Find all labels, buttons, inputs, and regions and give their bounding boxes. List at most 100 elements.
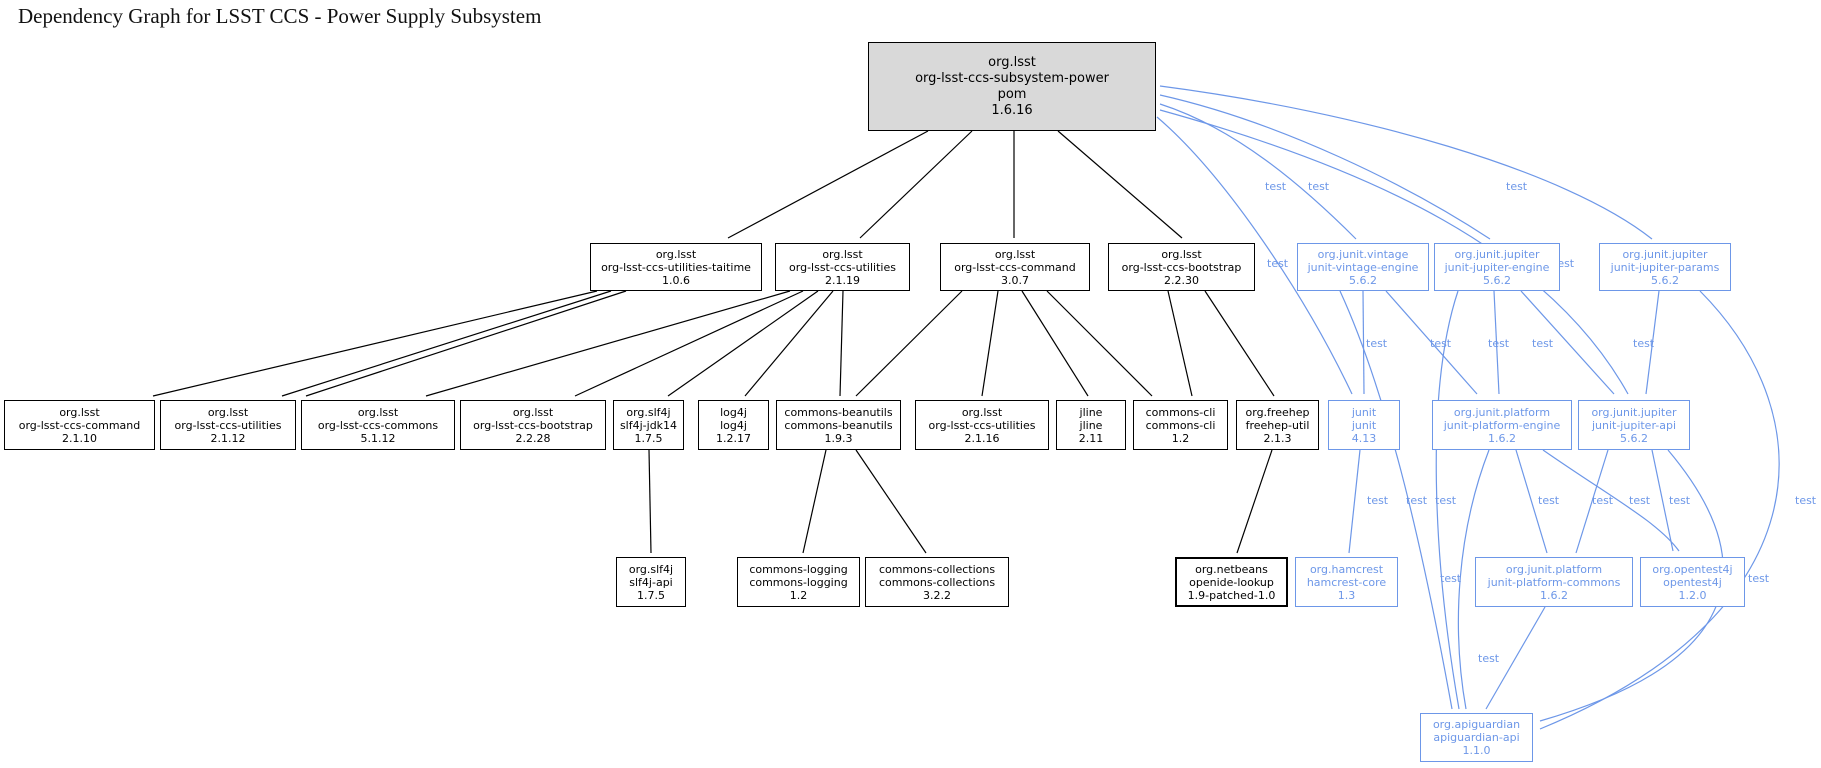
- node-group: org.lsst: [512, 405, 554, 419]
- node-hamcrest-core[interactable]: org.hamcrest hamcrest-core 1.3: [1295, 557, 1398, 607]
- node-org-lsst-ccs-commons[interactable]: org.lsst org-lsst-ccs-commons 5.1.12: [301, 400, 455, 450]
- edge-test-label: test: [1633, 337, 1655, 350]
- edge-test-label: test: [1440, 572, 1462, 585]
- node-openide-lookup[interactable]: org.netbeans openide-lookup 1.9-patched-…: [1175, 557, 1288, 607]
- edge-beanutils-commonscollections: [855, 449, 927, 554]
- node-org-lsst-ccs-command-3-0-7[interactable]: org.lsst org-lsst-ccs-command 3.0.7: [940, 243, 1090, 291]
- edge-util219-boot2228: [574, 290, 804, 397]
- node-jline[interactable]: jline jline 2.11: [1056, 400, 1126, 450]
- node-org-lsst-ccs-utilities-2-1-19[interactable]: org.lsst org-lsst-ccs-utilities 2.1.19: [775, 243, 910, 291]
- node-group: org.apiguardian: [1432, 718, 1521, 731]
- edge-jupparams-apiguardian: [1539, 290, 1780, 730]
- edge-test-label: test: [1748, 572, 1770, 585]
- node-group: junit: [1351, 405, 1377, 419]
- node-commons-collections[interactable]: commons-collections commons-collections …: [865, 557, 1009, 607]
- node-artifact: commons-collections: [878, 575, 996, 589]
- node-artifact: org-lsst-ccs-command: [954, 260, 1076, 274]
- node-org-lsst-ccs-bootstrap-2-2-28[interactable]: org.lsst org-lsst-ccs-bootstrap 2.2.28: [460, 400, 606, 450]
- node-commons-cli[interactable]: commons-cli commons-cli 1.2: [1133, 400, 1228, 450]
- node-artifact: org-lsst-ccs-utilities: [928, 418, 1036, 432]
- edge-root-junit: [1156, 116, 1353, 395]
- node-org-lsst-ccs-utilities-2-1-16[interactable]: org.lsst org-lsst-ccs-utilities 2.1.16: [915, 400, 1049, 450]
- node-group: org.lsst: [988, 54, 1036, 70]
- node-version: 1.2: [789, 588, 808, 602]
- node-log4j[interactable]: log4j log4j 1.2.17: [698, 400, 769, 450]
- edge-util219-log4j: [744, 290, 834, 397]
- edge-test-label: test: [1629, 494, 1651, 507]
- node-slf4j-api[interactable]: org.slf4j slf4j-api 1.7.5: [616, 557, 686, 607]
- edge-vintage-apiguardian: [1339, 290, 1453, 710]
- edge-test-label: test: [1435, 494, 1457, 507]
- node-junit-vintage-engine[interactable]: org.junit.vintage junit-vintage-engine 5…: [1297, 243, 1429, 291]
- node-junit-jupiter-api[interactable]: org.junit.jupiter junit-jupiter-api 5.6.…: [1578, 400, 1690, 450]
- node-version: 3.0.7: [1001, 273, 1029, 287]
- node-version: 3.2.2: [923, 588, 951, 602]
- node-version: 1.2: [1171, 431, 1190, 445]
- edge-vintage-junit: [1362, 290, 1365, 395]
- node-version: 2.1.10: [62, 431, 97, 445]
- edge-test-label: test: [1592, 494, 1614, 507]
- edge-cmd307-jline: [1021, 290, 1089, 397]
- node-group: org.slf4j: [628, 562, 674, 576]
- node-junit-platform-commons[interactable]: org.junit.platform junit-platform-common…: [1475, 557, 1633, 607]
- node-artifact: slf4j-jdk14: [619, 418, 678, 432]
- node-group: org.lsst: [59, 405, 100, 419]
- node-artifact: org-lsst-ccs-utilities: [174, 418, 282, 432]
- node-group: org.lsst: [1161, 247, 1202, 261]
- edge-cmd307-util2116: [981, 290, 999, 397]
- node-apiguardian-api[interactable]: org.apiguardian apiguardian-api 1.1.0: [1420, 713, 1533, 762]
- node-junit-jupiter-params[interactable]: org.junit.jupiter junit-jupiter-params 5…: [1599, 243, 1731, 291]
- edge-taitime-util2112: [281, 290, 612, 397]
- edge-root-vintage: [1159, 103, 1357, 240]
- node-artifact: hamcrest-core: [1306, 575, 1387, 589]
- edge-util219-slf4jjdk14: [667, 290, 819, 397]
- node-artifact: commons-logging: [749, 575, 848, 589]
- edge-test-label: test: [1538, 494, 1560, 507]
- edge-test-label: test: [1506, 180, 1528, 193]
- node-version: 2.2.30: [1164, 273, 1199, 287]
- node-artifact: commons-beanutils: [784, 418, 893, 432]
- node-junit[interactable]: junit junit 4.13: [1328, 400, 1400, 450]
- edge-platformcommons-apiguardian: [1485, 606, 1546, 710]
- node-artifact: apiguardian-api: [1433, 731, 1520, 744]
- node-junit-platform-engine[interactable]: org.junit.platform junit-platform-engine…: [1432, 400, 1572, 450]
- node-org-lsst-ccs-subsystem-power[interactable]: org.lsst org-lsst-ccs-subsystem-power po…: [868, 42, 1156, 131]
- edge-cmd307-beanutils: [855, 290, 963, 397]
- node-version: 1.9-patched-1.0: [1187, 588, 1276, 602]
- node-org-lsst-ccs-command-2-1-10[interactable]: org.lsst org-lsst-ccs-command 2.1.10: [4, 400, 155, 450]
- edge-platformengine-platformcommons: [1515, 449, 1548, 554]
- node-version: 1.3: [1337, 588, 1356, 602]
- node-artifact: jline: [1079, 418, 1103, 432]
- node-version: 5.6.2: [1620, 431, 1648, 445]
- node-version: 1.1.0: [1462, 744, 1491, 757]
- node-artifact: junit-platform-commons: [1487, 575, 1621, 589]
- edge-test-label: test: [1669, 494, 1691, 507]
- node-artifact: junit-vintage-engine: [1307, 260, 1419, 274]
- node-commons-beanutils[interactable]: commons-beanutils commons-beanutils 1.9.…: [776, 400, 901, 450]
- node-version: 4.13: [1351, 431, 1377, 445]
- edge-root-jupiterapi: [1159, 109, 1629, 395]
- node-artifact: org-lsst-ccs-utilities-taitime: [601, 260, 751, 274]
- edge-test-label: test: [1430, 337, 1452, 350]
- node-slf4j-jdk14[interactable]: org.slf4j slf4j-jdk14 1.7.5: [613, 400, 684, 450]
- edge-test-label: test: [1367, 494, 1389, 507]
- node-group: commons-beanutils: [784, 405, 893, 419]
- edge-junit-hamcrest: [1348, 449, 1361, 554]
- node-artifact: junit-platform-engine: [1443, 418, 1561, 432]
- node-junit-jupiter-engine[interactable]: org.junit.jupiter junit-jupiter-engine 5…: [1434, 243, 1560, 291]
- node-freehep-util[interactable]: org.freehep freehep-util 2.1.3: [1236, 400, 1319, 450]
- edge-root-jupparams: [1159, 85, 1653, 240]
- node-version: 2.1.12: [210, 431, 246, 445]
- node-commons-logging[interactable]: commons-logging commons-logging 1.2: [737, 557, 860, 607]
- node-org-lsst-ccs-utilities-2-1-12[interactable]: org.lsst org-lsst-ccs-utilities 2.1.12: [160, 400, 296, 450]
- node-group: commons-collections: [878, 562, 996, 576]
- edge-root-util219: [859, 130, 973, 239]
- node-org-lsst-ccs-utilities-taitime[interactable]: org.lsst org-lsst-ccs-utilities-taitime …: [590, 243, 762, 291]
- edge-taitime-cmd2110: [152, 290, 598, 397]
- node-group: org.junit.platform: [1505, 562, 1603, 576]
- node-version: 2.1.19: [825, 273, 860, 287]
- edge-jupiterapi-platformcommons: [1575, 449, 1609, 554]
- node-opentest4j[interactable]: org.opentest4j opentest4j 1.2.0: [1640, 557, 1745, 607]
- node-org-lsst-ccs-bootstrap-2-2-30[interactable]: org.lsst org-lsst-ccs-bootstrap 2.2.30: [1108, 243, 1255, 291]
- node-group: org.lsst: [357, 405, 399, 419]
